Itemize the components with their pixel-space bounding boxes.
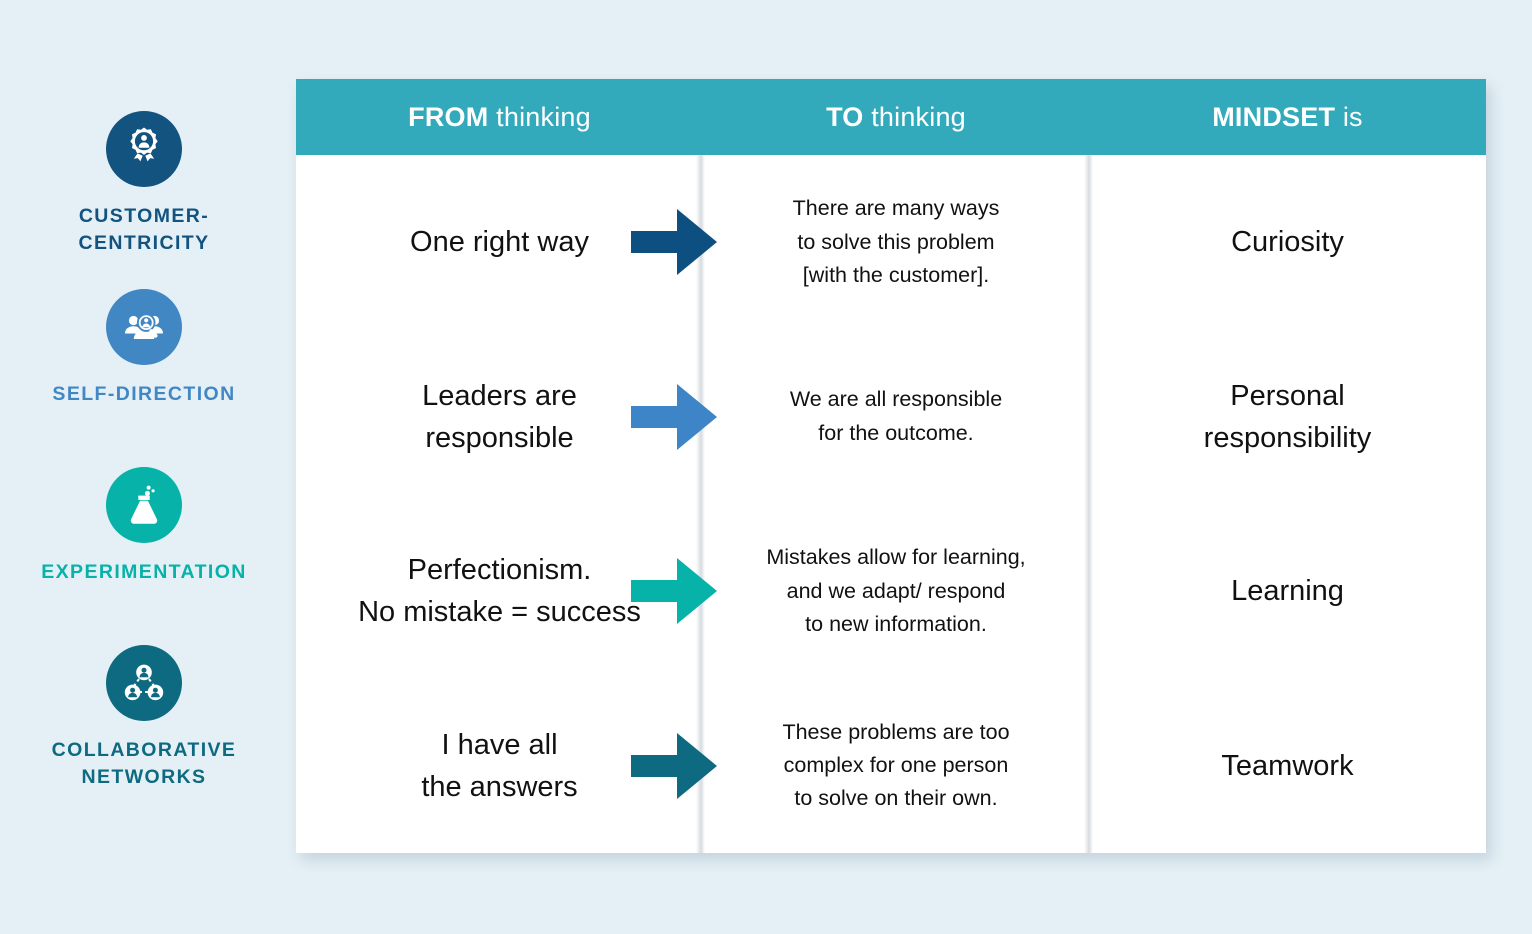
- arrow-right-experimentation: [631, 558, 717, 625]
- table-header-row: FROM thinking TO thinking MINDSET is: [296, 79, 1486, 155]
- table-row: I have all the answers These problems ar…: [296, 679, 1486, 854]
- award-ribbon-person-icon: [106, 111, 182, 187]
- table-row: One right way There are many ways to sol…: [296, 155, 1486, 330]
- pillars-sidebar: CUSTOMER- CENTRICITY: [0, 0, 288, 934]
- people-magnifier-icon: [106, 289, 182, 365]
- mindset-shift-table: FROM thinking TO thinking MINDSET is One…: [296, 79, 1486, 853]
- pillar-label-collaborative-networks: COLLABORATIVE NETWORKS: [51, 739, 237, 788]
- cell-from: One right way: [410, 226, 589, 259]
- column-header-from-strong: FROM: [408, 101, 489, 132]
- column-header-mindset-light: is: [1342, 101, 1363, 132]
- cell-from: Perfectionism. No mistake = success: [358, 554, 641, 629]
- table-row: Leaders are responsible We are all respo…: [296, 330, 1486, 505]
- cell-from: Leaders are responsible: [422, 379, 577, 454]
- arrow-right-customer-centricity: [631, 209, 717, 276]
- pillar-label-experimentation: EXPERIMENTATION: [41, 561, 247, 583]
- flask-bubbles-icon: [106, 467, 182, 543]
- table-body: One right way There are many ways to sol…: [296, 155, 1486, 853]
- column-header-to-light: thinking: [871, 101, 966, 132]
- cell-mindset: Curiosity: [1231, 226, 1344, 259]
- pillar-label-customer-centricity: CUSTOMER- CENTRICITY: [78, 205, 210, 254]
- network-people-icon: [106, 645, 182, 721]
- arrow-right-self-direction: [631, 383, 717, 450]
- pillar-self-direction[interactable]: SELF-DIRECTION: [0, 289, 288, 467]
- cell-to: Mistakes allow for learning, and we adap…: [766, 545, 1026, 636]
- cell-to: These problems are too complex for one p…: [782, 719, 1010, 811]
- column-header-from: FROM thinking: [296, 79, 703, 155]
- arrow-right-collaborative-networks: [631, 732, 717, 799]
- table-row: Perfectionism. No mistake = success Mist…: [296, 504, 1486, 679]
- cell-to: We are all responsible for the outcome.: [789, 387, 1003, 445]
- column-header-to: TO thinking: [703, 79, 1089, 155]
- cell-from: I have all the answers: [421, 728, 578, 803]
- column-header-from-light: thinking: [496, 101, 591, 132]
- cell-mindset: Personal responsibility: [1203, 379, 1372, 454]
- pillar-collaborative-networks[interactable]: COLLABORATIVE NETWORKS: [0, 645, 288, 823]
- pillar-experimentation[interactable]: EXPERIMENTATION: [0, 467, 288, 645]
- cell-mindset: Teamwork: [1221, 749, 1354, 782]
- pillar-label-self-direction: SELF-DIRECTION: [52, 383, 236, 405]
- pillar-customer-centricity[interactable]: CUSTOMER- CENTRICITY: [0, 111, 288, 289]
- cell-to: There are many ways to solve this proble…: [792, 196, 1000, 287]
- column-header-mindset: MINDSET is: [1089, 79, 1486, 155]
- column-header-mindset-strong: MINDSET: [1212, 101, 1336, 132]
- column-header-to-strong: TO: [826, 101, 864, 132]
- cell-mindset: Learning: [1231, 575, 1344, 608]
